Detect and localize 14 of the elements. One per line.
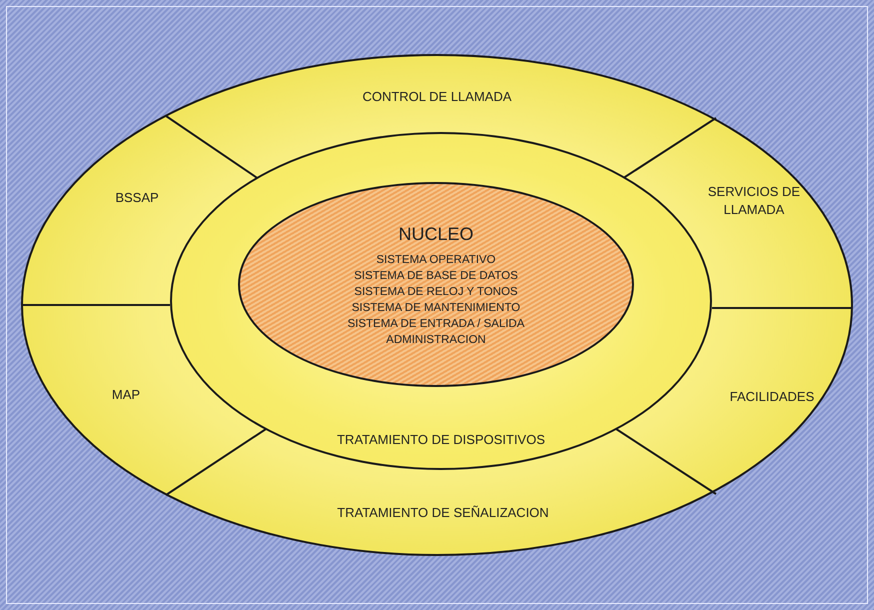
core-item: SISTEMA DE MANTENIMIENTO — [352, 301, 520, 316]
segment-label: SERVICIOS DE LLAMADA — [694, 179, 814, 223]
core-item: SISTEMA DE BASE DE DATOS — [354, 269, 518, 284]
core-item: ADMINISTRACION — [386, 333, 486, 348]
core-item: SISTEMA OPERATIVO — [376, 253, 496, 268]
core-item: SISTEMA DE RELOJ Y TONOS — [354, 285, 518, 300]
segment-label: TRATAMIENTO DE SEÑALIZACION — [293, 501, 593, 525]
segment-label: CONTROL DE LLAMADA — [327, 85, 547, 109]
core-item: SISTEMA DE ENTRADA / SALIDA — [347, 317, 525, 332]
layer-label: TRATAMIENTO DE DISPOSITIVOS — [336, 431, 546, 449]
segment-label: MAP — [86, 383, 166, 407]
segment-label: FACILIDADES — [717, 385, 827, 409]
segment-label: BSSAP — [92, 186, 182, 210]
core-title: NUCLEO — [398, 223, 474, 246]
